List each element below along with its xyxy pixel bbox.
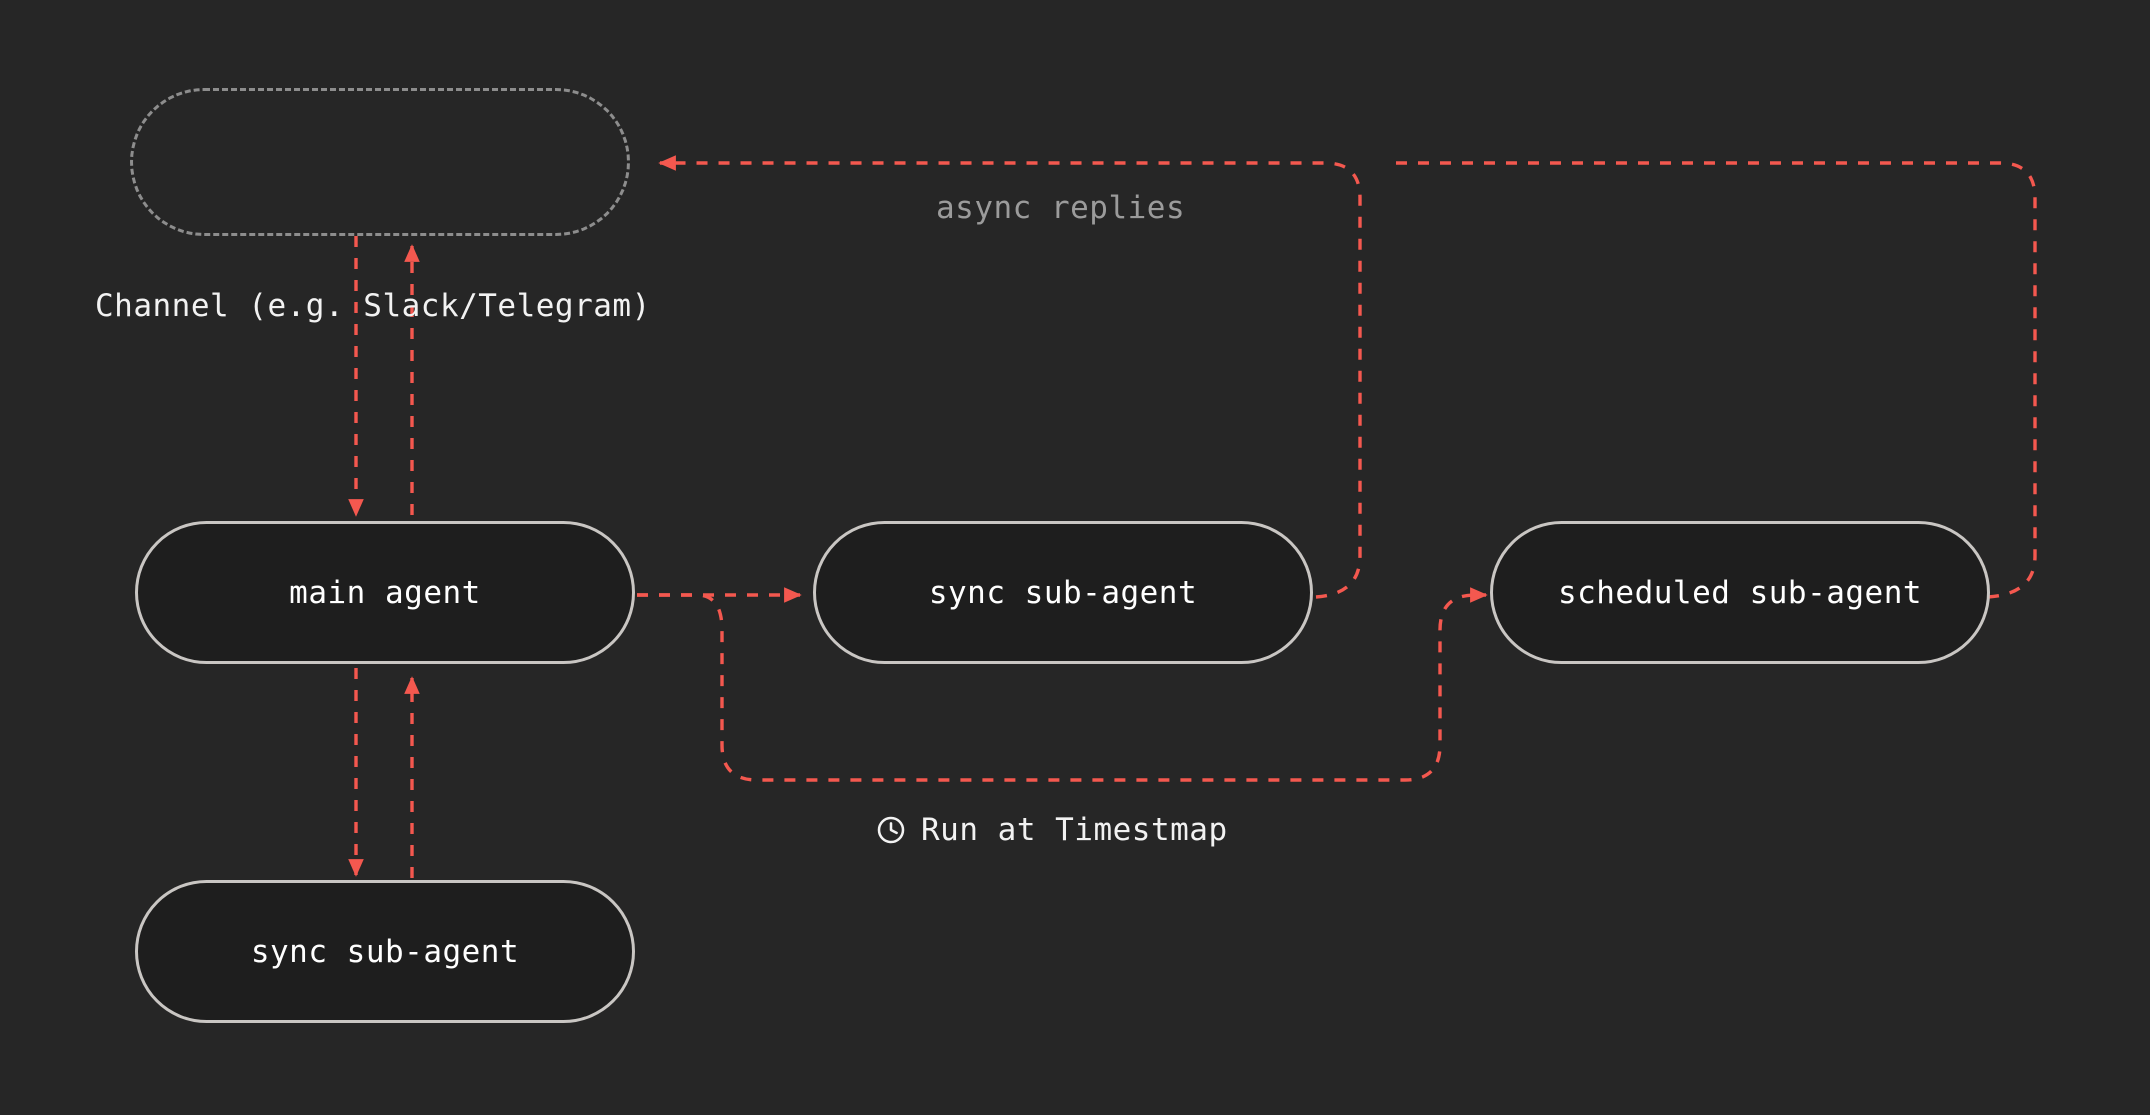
node-sync-sub-agent-right[interactable]: sync sub-agent	[813, 521, 1313, 664]
run-at-timestamp-badge: Run at Timestmap	[875, 812, 1228, 848]
channel-caption: Channel (e.g. Slack/Telegram)	[95, 288, 651, 324]
async-replies-label: async replies	[936, 190, 1186, 226]
clock-icon	[875, 814, 907, 846]
node-sync-sub-agent-bottom[interactable]: sync sub-agent	[135, 880, 635, 1023]
run-at-timestamp-label: Run at Timestmap	[921, 812, 1228, 848]
node-scheduled-sub-agent[interactable]: scheduled sub-agent	[1490, 521, 1990, 664]
node-sync-sub-agent-bottom-label: sync sub-agent	[250, 933, 520, 970]
node-main-agent-label: main agent	[289, 574, 481, 611]
node-sync-sub-agent-right-label: sync sub-agent	[928, 574, 1198, 611]
node-main-agent[interactable]: main agent	[135, 521, 635, 664]
node-scheduled-sub-agent-label: scheduled sub-agent	[1557, 574, 1923, 611]
node-channel[interactable]	[130, 88, 630, 236]
